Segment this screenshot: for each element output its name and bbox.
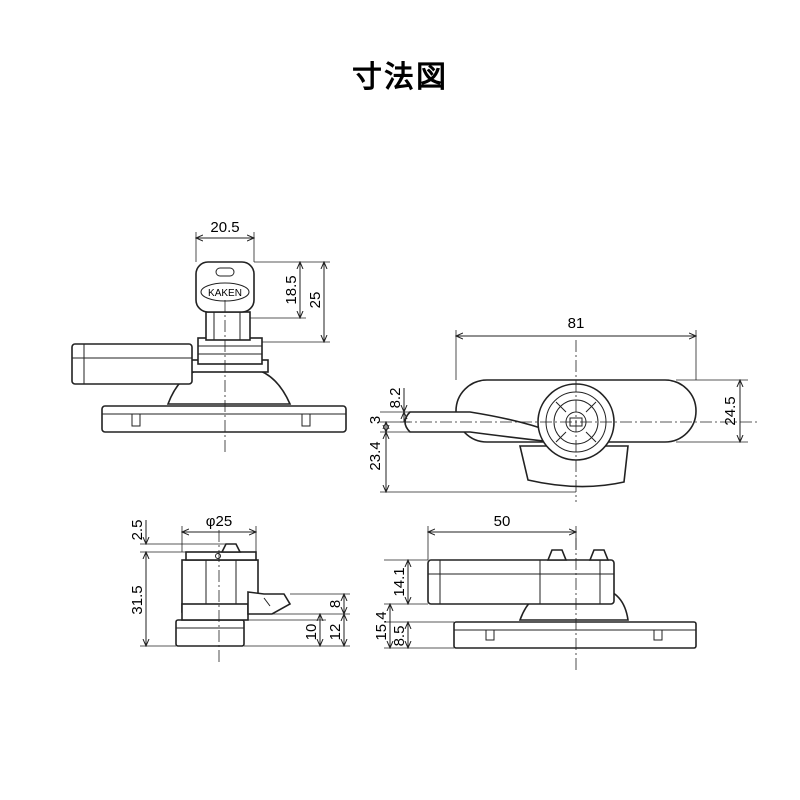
dim-base-8-5: 8.5 xyxy=(391,626,408,647)
dim-total-height: 25 xyxy=(307,292,324,309)
dim-offset-3: 3 xyxy=(367,416,384,424)
view-rear: 50 14.1 15.4 8.5 xyxy=(373,513,697,670)
page-title: 寸法図 xyxy=(352,60,448,95)
dim-key-height: 18.5 xyxy=(283,275,300,304)
dim-middle-15-4: 15.4 xyxy=(373,611,390,640)
dim-length-81: 81 xyxy=(568,315,585,332)
view-front-with-key: KAKEN 20.5 18.5 25 xyxy=(71,219,347,452)
dim-base-10: 10 xyxy=(303,624,320,641)
view-plan: 81 24.5 8.2 3 23.4 xyxy=(367,315,760,502)
dim-offset-8-2: 8.2 xyxy=(387,388,404,409)
dim-top-2-5: 2.5 xyxy=(129,520,146,541)
dim-length-50: 50 xyxy=(494,513,511,530)
key-logo: KAKEN xyxy=(208,288,242,299)
dim-base-12: 12 xyxy=(327,624,344,641)
dim-key-width: 20.5 xyxy=(210,219,239,236)
dim-height-24-5: 24.5 xyxy=(722,396,739,425)
view-side: φ25 2.5 31.5 8 10 12 xyxy=(129,513,350,662)
dim-lever-8: 8 xyxy=(327,600,344,608)
dim-offset-23-4: 23.4 xyxy=(367,441,384,470)
dim-height-31-5: 31.5 xyxy=(129,585,146,614)
dim-diameter: φ25 xyxy=(206,513,232,530)
dim-upper-14-1: 14.1 xyxy=(391,567,408,596)
